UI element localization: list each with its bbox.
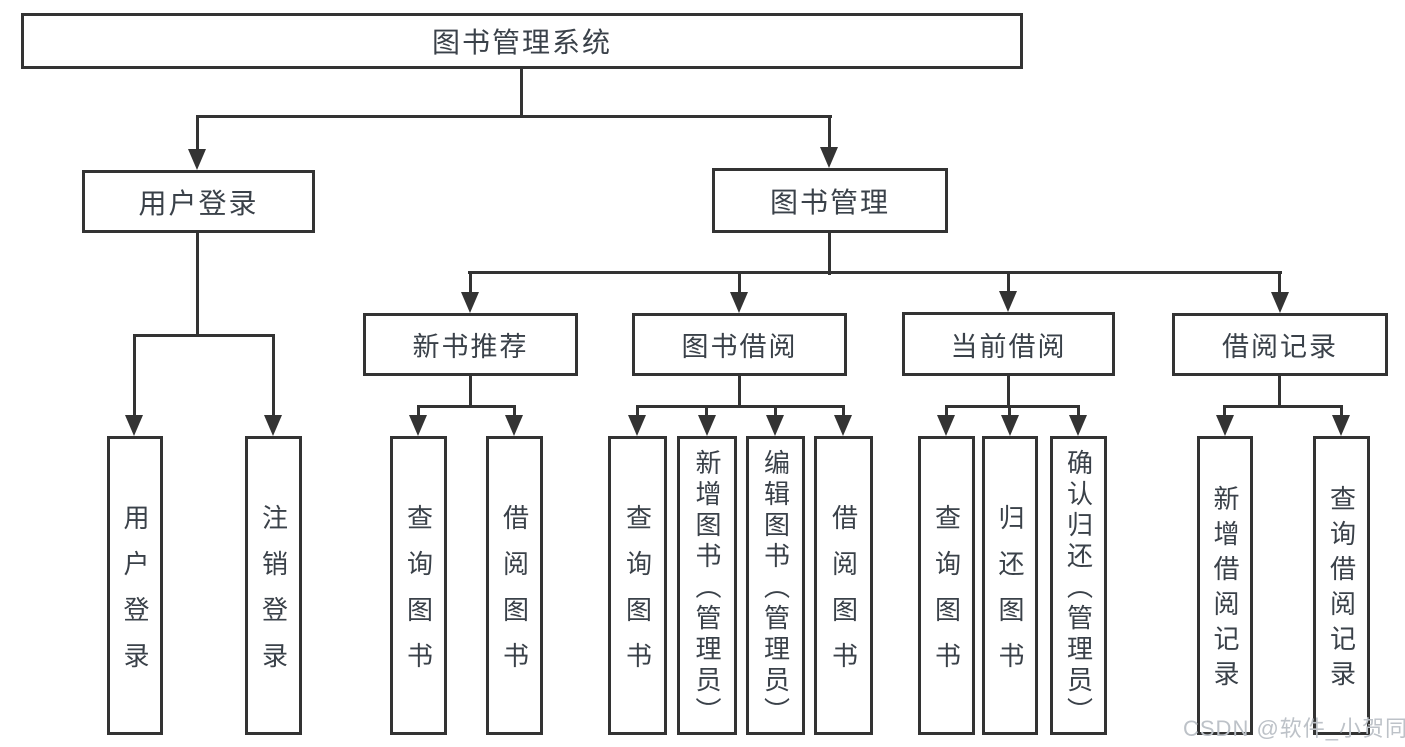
connector-drop-leaf: [1223, 405, 1226, 417]
connector-root-stem: [520, 68, 523, 118]
arrow-down-icon: [730, 292, 748, 313]
arrow-down-icon: [1069, 415, 1087, 436]
arrow-down-icon: [999, 291, 1017, 312]
node-borrow-records-label: 借阅记录: [1222, 332, 1338, 362]
connector-drop-leaf: [842, 405, 845, 417]
connector-login-stem: [196, 233, 199, 337]
arrow-down-icon: [820, 147, 838, 168]
node-current-borrow: 当前借阅: [902, 312, 1115, 376]
leaf-records-query-record-label: 查询借阅记录: [1326, 485, 1357, 695]
csdn-watermark: CSDN @软件_小贺同学: [1183, 716, 1405, 741]
arrow-down-icon: [628, 415, 646, 436]
leaf-current-query-books-label: 查询图书: [931, 503, 962, 688]
leaf-borrow-query-books: 查询图书: [608, 436, 667, 735]
leaf-borrow-query-books-label: 查询图书: [622, 503, 653, 688]
root-node-label: 图书管理系统: [431, 27, 612, 58]
leaf-borrow-borrow-books-label: 借阅图书: [828, 503, 859, 688]
connector-borrow-stem: [738, 376, 741, 408]
leaf-current-query-books: 查询图书: [918, 436, 975, 735]
leaf-borrow-edit-books-admin: 编辑图书（管理员）: [746, 436, 805, 735]
arrow-down-icon: [505, 415, 523, 436]
leaf-current-return-books-label: 归还图书: [995, 503, 1025, 688]
node-new-book-recommend: 新书推荐: [363, 313, 578, 376]
leaf-newbook-query-books-label: 查询图书: [403, 503, 434, 688]
connector-newbook-stem: [469, 376, 472, 408]
connector-drop-current: [1007, 271, 1010, 294]
arrow-down-icon: [409, 415, 427, 436]
node-book-management: 图书管理: [712, 168, 948, 233]
connector-drop-user-login: [196, 115, 199, 151]
connector-level3-hline: [468, 271, 1282, 274]
connector-current-hline: [945, 405, 1080, 408]
connector-drop-leaf: [1008, 405, 1011, 417]
leaf-newbook-borrow-books-label: 借阅图书: [499, 503, 530, 688]
connector-drop-borrow: [738, 271, 741, 294]
leaf-user-login-label: 用户登录: [120, 503, 150, 688]
connector-level2-hline: [197, 115, 832, 118]
connector-drop-leaf: [513, 405, 516, 417]
node-book-borrow-label: 图书借阅: [681, 332, 798, 362]
leaf-records-add-record-label: 新增借阅记录: [1210, 485, 1240, 695]
arrow-down-icon: [188, 149, 206, 170]
connector-drop-leaf: [417, 405, 420, 417]
arrow-down-icon: [698, 415, 716, 436]
node-book-management-label: 图书管理: [769, 186, 890, 218]
node-current-borrow-label: 当前借阅: [950, 331, 1067, 362]
leaf-borrow-edit-books-admin-label: 编辑图书（管理员）: [760, 448, 791, 728]
leaf-logout: 注销登录: [245, 436, 302, 735]
connector-drop-leaf: [636, 405, 639, 417]
arrow-down-icon: [125, 415, 143, 436]
connector-drop-leaf: [774, 405, 777, 417]
arrow-down-icon: [1271, 292, 1289, 313]
arrow-down-icon: [1001, 415, 1019, 436]
connector-drop-leaf: [705, 405, 708, 417]
arrow-down-icon: [937, 415, 955, 436]
node-user-login: 用户登录: [82, 170, 315, 233]
connector-records-stem: [1278, 376, 1281, 408]
connector-drop-leaf-logout: [272, 334, 275, 416]
connector-drop-leaf-user-login: [133, 334, 136, 416]
connector-drop-newbook: [469, 271, 472, 294]
node-user-login-label: 用户登录: [138, 187, 259, 219]
leaf-newbook-query-books: 查询图书: [390, 436, 447, 735]
leaf-current-return-books: 归还图书: [982, 436, 1038, 735]
leaf-current-confirm-return-admin: 确认归还（管理员）: [1050, 436, 1107, 735]
node-book-borrow: 图书借阅: [632, 313, 847, 376]
connector-login-hline: [133, 334, 274, 337]
connector-drop-leaf: [945, 405, 948, 417]
arrow-down-icon: [461, 292, 479, 313]
arrow-down-icon: [834, 415, 852, 436]
arrow-down-icon: [264, 415, 282, 436]
leaf-newbook-borrow-books: 借阅图书: [486, 436, 543, 735]
root-node-library-system: 图书管理系统: [21, 13, 1023, 69]
connector-management-stem: [828, 233, 831, 275]
arrow-down-icon: [766, 415, 784, 436]
connector-drop-leaf: [1077, 405, 1080, 417]
leaf-borrow-add-books-admin-label: 新增图书（管理员）: [692, 448, 722, 728]
leaf-borrow-borrow-books: 借阅图书: [814, 436, 873, 735]
connector-records-hline: [1224, 405, 1343, 408]
connector-drop-records: [1278, 271, 1281, 294]
leaf-user-login: 用户登录: [107, 436, 163, 735]
leaf-borrow-add-books-admin: 新增图书（管理员）: [677, 436, 737, 735]
node-new-book-recommend-label: 新书推荐: [412, 332, 529, 362]
leaf-logout-label: 注销登录: [258, 503, 289, 688]
connector-borrow-hline: [636, 405, 844, 408]
connector-drop-leaf: [1340, 405, 1343, 417]
connector-drop-book-management: [828, 115, 831, 149]
arrow-down-icon: [1332, 415, 1350, 436]
leaf-records-add-record: 新增借阅记录: [1197, 436, 1253, 735]
node-borrow-records: 借阅记录: [1172, 313, 1388, 376]
arrow-down-icon: [1216, 415, 1234, 436]
leaf-current-confirm-return-admin-label: 确认归还（管理员）: [1063, 448, 1094, 728]
connector-newbook-hline: [417, 405, 516, 408]
leaf-records-query-record: 查询借阅记录: [1313, 436, 1370, 735]
connector-current-stem: [1007, 376, 1010, 408]
